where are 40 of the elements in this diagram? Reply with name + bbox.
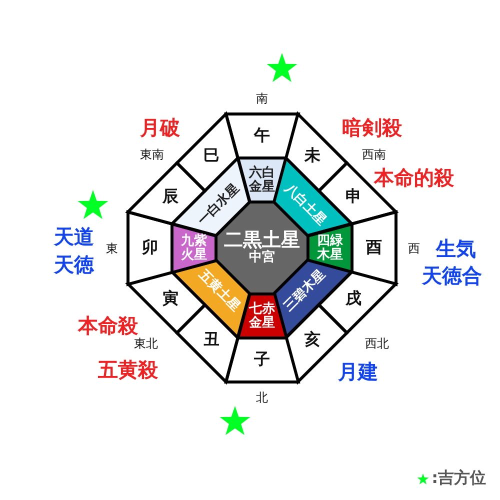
fortune-label: 月建 xyxy=(338,358,378,386)
zodiac-label: 丑 xyxy=(203,331,220,348)
direction-label: 東 xyxy=(106,240,118,258)
sha-label: 月破 xyxy=(140,114,180,142)
zodiac-label: 卯 xyxy=(142,240,158,256)
sha-label: 本命的殺 xyxy=(374,164,454,192)
star-label: 三碧木星 xyxy=(282,268,328,314)
zodiac-label: 未 xyxy=(304,148,321,165)
zodiac-label: 亥 xyxy=(304,331,321,348)
sha-label: 本命殺 xyxy=(78,312,138,338)
direction-label: 東北 xyxy=(134,336,158,352)
sha-label: 五黄殺 xyxy=(98,356,158,384)
fortune-label: 天道 xyxy=(54,224,94,250)
zodiac-label: 酉 xyxy=(366,240,382,256)
star-label: 四緑木星 xyxy=(317,234,343,262)
direction-label: 北 xyxy=(256,390,268,406)
sha-label: 暗剣殺 xyxy=(342,114,402,142)
star-label: 七赤金星 xyxy=(248,302,275,330)
zodiac-label: 巳 xyxy=(203,148,220,165)
direction-label: 西北 xyxy=(365,336,389,352)
direction-label: 西 xyxy=(408,240,420,258)
direction-label: 東南 xyxy=(140,146,164,164)
legend-label: :吉方位 xyxy=(432,468,486,489)
star-label: 一白水星 xyxy=(196,182,242,228)
direction-label: 西南 xyxy=(362,146,386,164)
star-label: 九紫火星 xyxy=(181,234,207,262)
zodiac-label: 戌 xyxy=(346,290,362,308)
zodiac-label: 寅 xyxy=(162,290,178,308)
center-subtitle: 中宮 xyxy=(248,251,276,265)
star-label: 五黄土星 xyxy=(196,268,242,314)
star-label: 六白金星 xyxy=(248,166,275,194)
zodiac-label: 子 xyxy=(254,352,270,368)
zodiac-label: 午 xyxy=(254,128,270,144)
fortune-label: 天徳合 xyxy=(422,262,482,290)
direction-label: 南 xyxy=(256,90,268,108)
zodiac-label: 申 xyxy=(346,188,362,206)
fortune-label: 天徳 xyxy=(54,252,94,278)
zodiac-label: 辰 xyxy=(162,188,178,206)
star-label: 八白土星 xyxy=(282,182,328,228)
fortune-label: 生気 xyxy=(436,236,476,262)
